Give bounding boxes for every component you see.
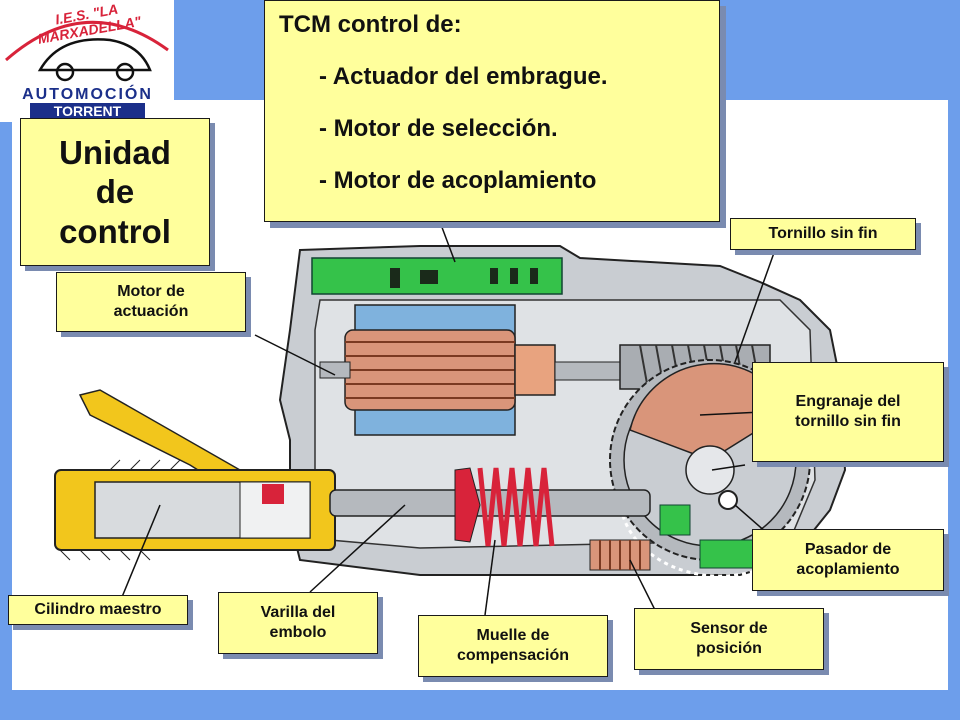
logo-automocion: AUTOMOCIÓN	[22, 86, 153, 103]
label-muelle-text: Muelle de compensación	[456, 627, 570, 664]
label-motor-actuacion: Motor de actuación	[56, 272, 246, 332]
label-tornillo-sin-fin: Tornillo sin fin	[730, 218, 916, 250]
tcm-title: TCM control de:	[279, 11, 462, 38]
label-engranaje: Engranaje del tornillo sin fin	[752, 362, 944, 462]
label-pasador-text: Pasador de acoplamiento	[796, 541, 900, 578]
school-logo: I.E.S. "LA MARXADELLA" AUTOMOCIÓN TORREN…	[0, 0, 174, 122]
tcm-item-coupling-motor: - Motor de acoplamiento	[319, 167, 597, 194]
tcm-item-clutch-actuator: - Actuador del embrague.	[319, 63, 608, 90]
tcm-item-selection-motor: - Motor de selección.	[319, 115, 558, 142]
label-cilindro-maestro-text: Cilindro maestro	[34, 601, 162, 618]
label-sensor-text: Sensor de posición	[690, 620, 768, 657]
label-varilla-text: Varilla del embolo	[260, 604, 336, 641]
label-pasador: Pasador de acoplamiento	[752, 529, 944, 591]
label-varilla: Varilla del embolo	[218, 592, 378, 654]
leader-lines	[121, 221, 776, 616]
label-motor-actuacion-text: Motor de actuación	[113, 283, 189, 320]
label-engranaje-text: Engranaje del tornillo sin fin	[795, 393, 901, 430]
logo-torrent: TORRENT	[30, 103, 145, 119]
tcm-control-box: TCM control de: - Actuador del embrague.…	[264, 0, 720, 222]
label-cilindro-maestro: Cilindro maestro	[8, 595, 188, 625]
motor-armature	[344, 329, 516, 411]
label-unidad-control-text: Unidad de control	[59, 133, 171, 250]
logo-graphic	[5, 20, 169, 82]
coupling-pin	[718, 490, 738, 510]
label-muelle: Muelle de compensación	[418, 615, 608, 677]
compensation-spring	[477, 467, 555, 547]
label-sensor: Sensor de posición	[634, 608, 824, 670]
label-unidad-control: Unidad de control	[20, 118, 210, 266]
label-tornillo-sin-fin-text: Tornillo sin fin	[768, 225, 878, 242]
